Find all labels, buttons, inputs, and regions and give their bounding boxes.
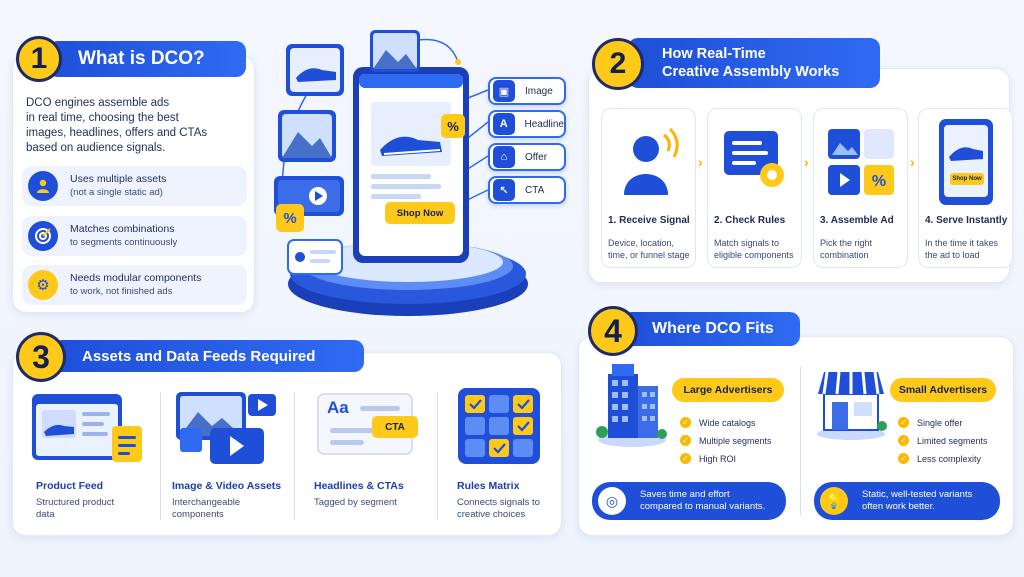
rules-matrix-icon <box>458 388 540 464</box>
arrow-right-icon: › <box>698 154 703 170</box>
small-item-3: ✓ Less complexity <box>898 453 981 464</box>
product-feed-icon <box>32 394 142 462</box>
section-1-title: What is DCO? <box>48 41 246 77</box>
chip-image: ▣ Image <box>488 77 566 105</box>
section-1-description: DCO engines assemble ads in real time, c… <box>26 97 208 154</box>
check-icon: ✓ <box>680 453 691 464</box>
storefront-icon <box>817 371 887 440</box>
hero-discount-badge: % <box>447 118 459 134</box>
feature-match-combinations: Matches combinations to segments continu… <box>22 216 247 256</box>
chip-cta: ↖ CTA <box>488 176 566 204</box>
arrow-right-icon: › <box>910 154 915 170</box>
check-icon: ✓ <box>680 417 691 428</box>
hero-discount-badge-2: % <box>283 209 297 227</box>
chip-offer: ⌂ Offer <box>488 143 566 171</box>
section-3-title: Assets and Data Feeds Required <box>52 340 364 372</box>
check-icon: ✓ <box>898 417 909 428</box>
check-icon: ✓ <box>898 453 909 464</box>
hero-illustration <box>274 30 528 316</box>
large-advertisers-note: ◎ Saves time and effort compared to manu… <box>592 482 786 520</box>
section-2-number: 2 <box>592 38 644 90</box>
check-icon: ✓ <box>680 435 691 446</box>
step-serve-instantly: Shop Now 4. Serve Instantly In the time … <box>918 108 1013 268</box>
tag-icon: ⌂ <box>493 146 515 168</box>
office-building-icon <box>596 364 667 447</box>
asset-headlines-title: Headlines & CTAs <box>314 480 404 492</box>
large-advertisers-pill: Large Advertisers <box>672 378 784 402</box>
headline-cta-icon <box>317 393 418 455</box>
asset-image-video-title: Image & Video Assets <box>172 480 282 492</box>
divider <box>800 366 801 516</box>
image-video-icon <box>176 392 276 464</box>
rules-gear-icon <box>724 131 784 187</box>
user-icon <box>28 171 58 201</box>
step-4-shop-now: Shop Now <box>952 176 982 182</box>
feature-modular-components: ⚙ Needs modular components to work, not … <box>22 265 247 305</box>
cursor-icon: ↖ <box>493 179 515 201</box>
arrow-right-icon: › <box>804 154 809 170</box>
section-3-number: 3 <box>16 332 66 382</box>
letter-a-icon: A <box>493 113 515 135</box>
target-icon: ◎ <box>598 487 626 515</box>
hero-shop-now-button[interactable]: Shop Now <box>396 207 444 219</box>
check-icon: ✓ <box>898 435 909 446</box>
lightbulb-icon: 💡 <box>820 487 848 515</box>
phone-ad-icon <box>939 119 993 205</box>
small-item-2: ✓ Limited segments <box>898 435 988 446</box>
asset-headlines-desc: Tagged by segment <box>314 497 397 508</box>
step-check-rules: 2. Check Rules Match signals to eligible… <box>707 108 802 268</box>
large-item-1: ✓ Wide catalogs <box>680 417 756 428</box>
divider <box>294 392 295 520</box>
target-icon <box>28 221 58 251</box>
small-item-1: ✓ Single offer <box>898 417 962 428</box>
divider <box>437 392 438 520</box>
section-1-number: 1 <box>16 36 62 82</box>
section-2-title: How Real-Time Creative Assembly Works <box>628 38 880 88</box>
large-item-2: ✓ Multiple segments <box>680 435 772 446</box>
asset-image-video-desc: Interchangeable components <box>172 497 241 520</box>
asset-rules-matrix-desc: Connects signals to creative choices <box>457 497 540 520</box>
small-advertisers-pill: Small Advertisers <box>890 378 996 402</box>
headline-cta-badge: CTA <box>385 421 405 433</box>
asset-product-feed-desc: Structured product data <box>36 497 115 520</box>
section-4-number: 4 <box>588 306 638 356</box>
step-assemble-ad: % 3. Assemble Ad Pick the right combinat… <box>813 108 908 268</box>
asset-rules-matrix-title: Rules Matrix <box>457 480 520 492</box>
small-advertisers-note: 💡 Static, well-tested variants often wor… <box>814 482 1000 520</box>
large-item-3: ✓ High ROI <box>680 453 736 464</box>
step-receive-signal: 1. Receive Signal Device, location, time… <box>601 108 696 268</box>
headline-aa-text: Aa <box>327 398 349 417</box>
assemble-tiles-icon: % <box>828 129 894 195</box>
section-4-title: Where DCO Fits <box>622 312 800 346</box>
chip-headline: A Headline <box>488 110 566 138</box>
person-signal-icon <box>624 127 679 195</box>
feature-multiple-assets: Uses multiple assets (not a single stati… <box>22 166 247 206</box>
svg-text:%: % <box>872 173 886 190</box>
gear-icon: ⚙ <box>28 270 58 300</box>
asset-product-feed-title: Product Feed <box>36 480 104 492</box>
image-icon: ▣ <box>493 80 515 102</box>
divider <box>160 392 161 520</box>
